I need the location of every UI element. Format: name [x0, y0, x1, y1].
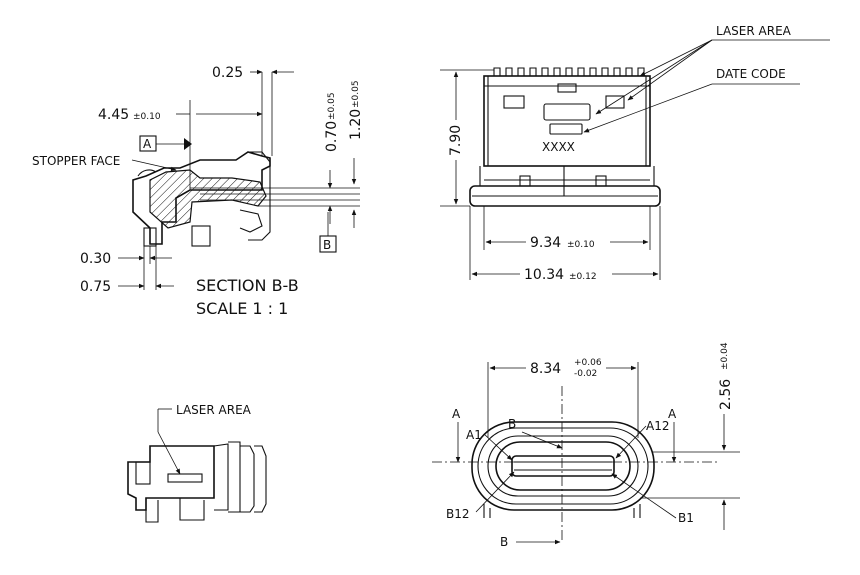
section-body-outline: [132, 151, 271, 245]
dim-4-45: 4.45: [98, 107, 129, 123]
stopper-face-label: STOPPER FACE: [32, 154, 120, 168]
side-view: LASER AREA: [127, 403, 267, 523]
dim-0-25: 0.25: [212, 65, 243, 81]
front-teeth: [493, 67, 645, 76]
dim-0-70: 0.70: [324, 121, 340, 152]
section-b-bottom: B: [500, 535, 508, 549]
section-title: SECTION B-B: [196, 276, 299, 295]
tol-10-34: ±0.12: [569, 272, 597, 282]
pin-a1: A1: [466, 428, 482, 442]
dim-2-56: 2.56: [718, 379, 734, 410]
section-b-top: B: [508, 417, 516, 431]
tol-4-45: ±0.10: [133, 112, 161, 122]
datum-b-label: B: [323, 238, 331, 252]
section-a-right: A: [668, 407, 677, 421]
tol-2-56: ±0.04: [720, 342, 730, 370]
marking-xxxx: XXXX: [542, 140, 575, 154]
dim-0-30: 0.30: [80, 251, 111, 267]
front-laser-area-label: LASER AREA: [716, 24, 792, 38]
dim-9-34: 9.34: [530, 235, 561, 251]
tol-0-70: ±0.05: [327, 92, 337, 120]
tongue: [511, 455, 615, 477]
side-laser-area-label: LASER AREA: [176, 403, 252, 417]
dim-8-34: 8.34: [530, 361, 561, 377]
side-body: [127, 445, 215, 511]
dim-1-20: 1.20: [348, 109, 364, 140]
dim-7-90: 7.90: [448, 125, 464, 156]
tol-9-34: ±0.10: [567, 240, 595, 250]
dim-10-34: 10.34: [524, 267, 564, 283]
tol-8-34-plus: +0.06: [574, 358, 602, 368]
date-code-label: DATE CODE: [716, 67, 786, 81]
section-hatch: [149, 169, 267, 229]
section-view: 0.25 4.45 ±0.10 A STOPPER FACE 0.70 ±0.0…: [32, 65, 364, 318]
tol-1-20: ±0.05: [351, 80, 361, 108]
mating-view: 8.34 +0.06 -0.02 2.56 ±0.04 A A A1 A12 B…: [432, 342, 740, 549]
pin-b1: B1: [678, 511, 694, 525]
section-a-left: A: [452, 407, 461, 421]
tol-8-34-minus: -0.02: [574, 369, 597, 379]
front-view: XXXX LASER AREA DATE CODE 7.90 9.34 ±0.1…: [440, 24, 830, 283]
datum-a-label: A: [143, 137, 152, 151]
dim-0-75: 0.75: [80, 279, 111, 295]
pin-a12: A12: [646, 419, 669, 433]
section-scale: SCALE 1 : 1: [196, 299, 288, 318]
shell-outer: [471, 421, 655, 511]
pin-b12: B12: [446, 507, 470, 521]
